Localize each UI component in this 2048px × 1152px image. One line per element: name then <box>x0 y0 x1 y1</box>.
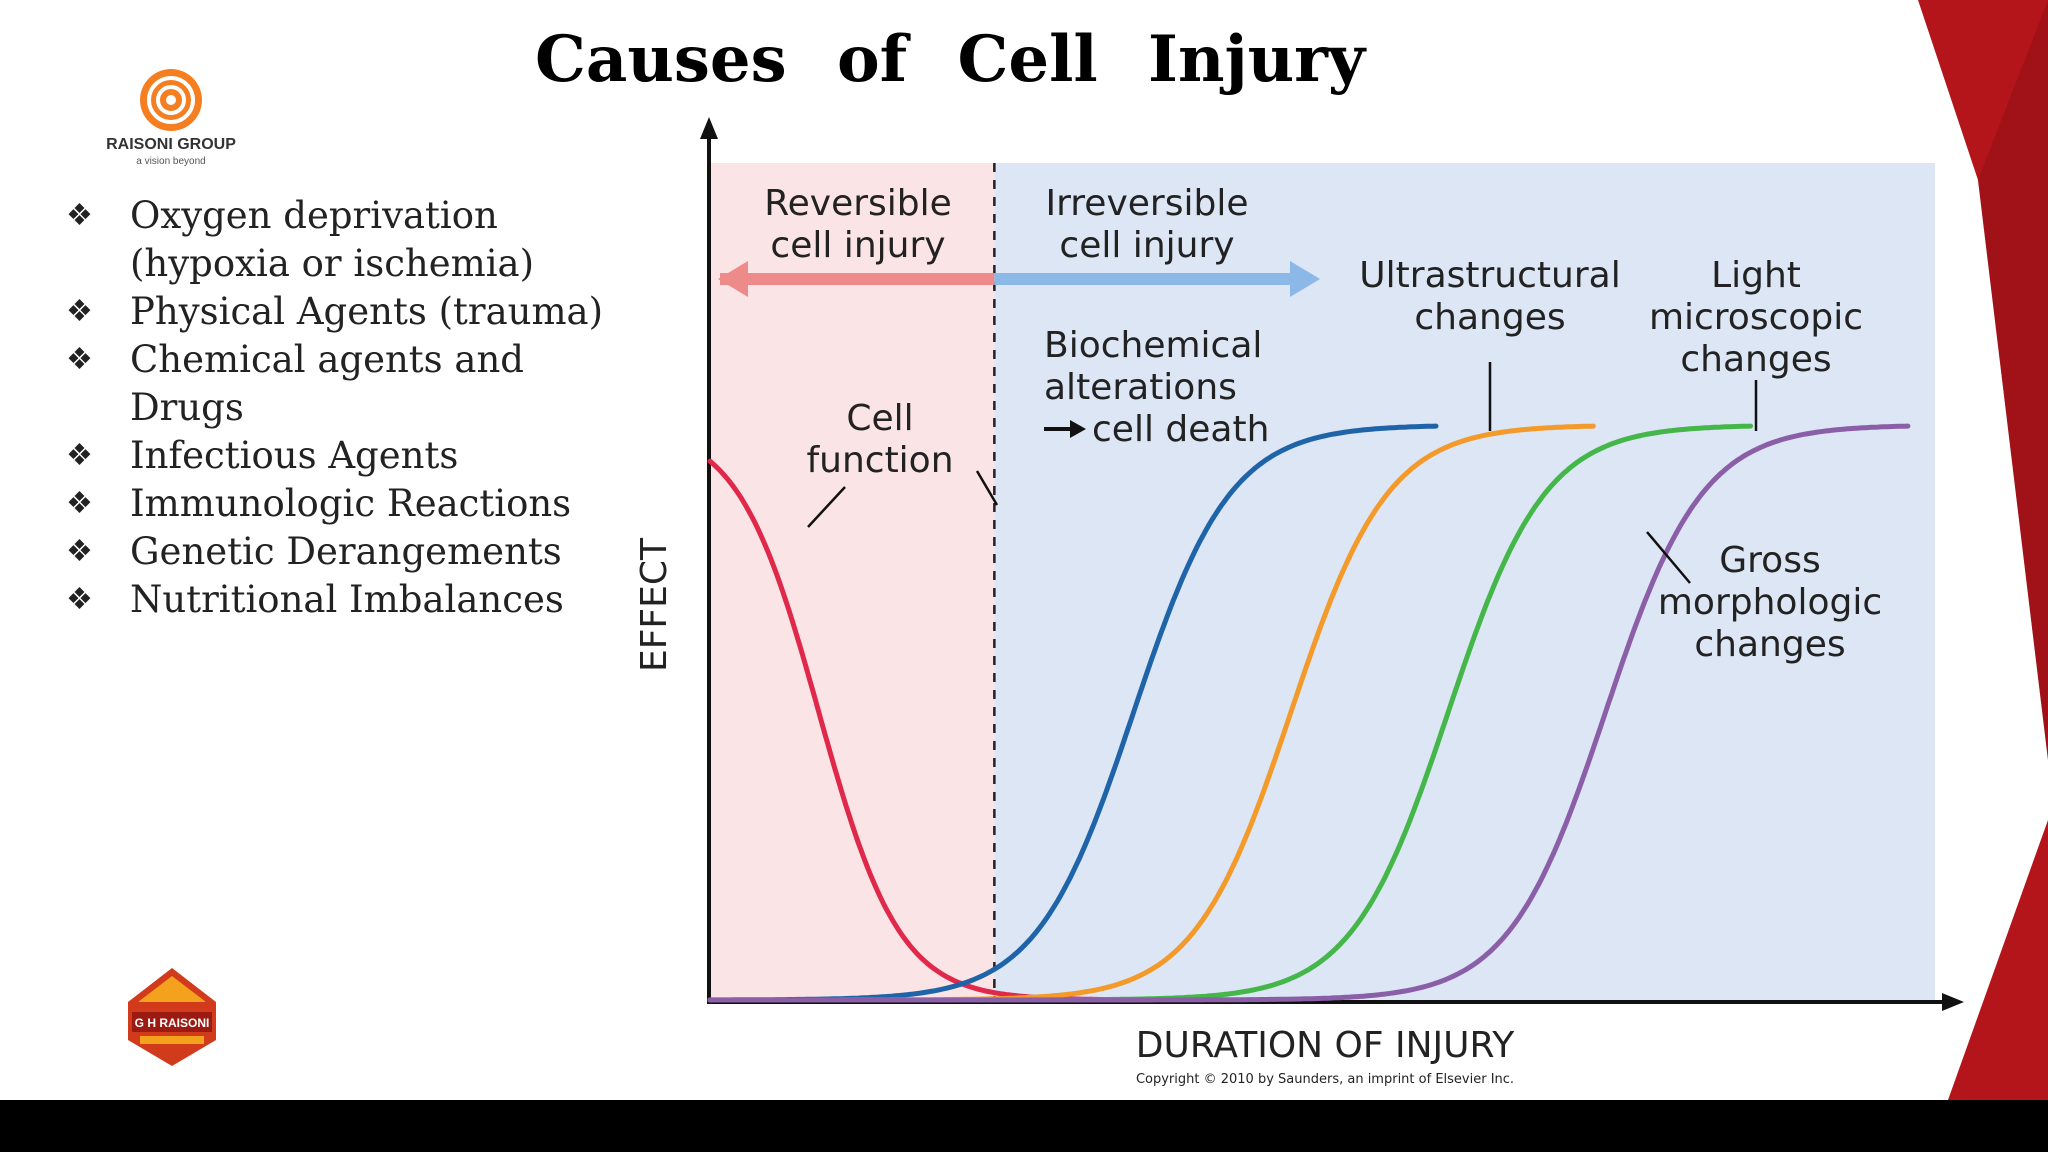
cause-item: ❖ Infectious Agents <box>66 432 666 480</box>
reversible-region <box>707 163 995 1000</box>
red-corner-decoration <box>1918 0 2048 1100</box>
curve-4 <box>707 423 1911 1003</box>
diamond-bullet-icon: ❖ <box>66 342 93 377</box>
x-axis-arrow-icon <box>1942 993 1964 1011</box>
irreversible-region <box>994 163 1935 1000</box>
cause-text-line: (hypoxia or ischemia) <box>130 242 535 285</box>
curve-label-line: Ultrastructural <box>1359 255 1620 296</box>
region-label-line: cell injury <box>1059 225 1234 266</box>
slide: Causes of Cell Injury RAISONI GROUP a vi… <box>66 0 2048 1100</box>
cause-text-line: Drugs <box>130 386 244 429</box>
region-label-line: cell injury <box>770 225 945 266</box>
leader-line <box>807 486 846 528</box>
region-label-line: Reversible <box>764 183 952 224</box>
curve-label-line: alterations <box>1044 367 1237 408</box>
curve-label-line: changes <box>1694 624 1845 665</box>
irreversible-arrowhead-icon <box>1290 261 1320 297</box>
curve-label-line: changes <box>1680 339 1831 380</box>
copyright-text: Copyright © 2010 by Saunders, an imprint… <box>1136 1072 1514 1087</box>
curve-label-line: changes <box>1414 297 1565 338</box>
curve-label-line: cell death <box>1092 409 1269 450</box>
diamond-bullet-icon: ❖ <box>66 534 93 569</box>
reversible-arrowhead-icon <box>718 261 748 297</box>
raisoni-group-logo: RAISONI GROUP a vision beyond <box>96 64 246 174</box>
cause-item: ❖ Physical Agents (trauma) <box>66 288 666 336</box>
curve-label-line: microscopic <box>1649 297 1863 338</box>
curve-label-line: Biochemical <box>1044 325 1262 366</box>
logo-bottom-text: G H RAISONI <box>135 1016 210 1030</box>
diamond-bullet-icon: ❖ <box>66 438 93 473</box>
cause-text-line: Nutritional Imbalances <box>130 578 564 621</box>
diamond-bullet-icon: ❖ <box>66 582 93 617</box>
bottom-black-bar <box>0 1100 2048 1152</box>
curve-label-line: morphologic <box>1658 582 1882 623</box>
diamond-bullet-icon: ❖ <box>66 486 93 521</box>
cause-text-line: Oxygen deprivation <box>130 194 498 237</box>
slide-title: Causes of Cell Injury <box>534 22 1366 97</box>
right-arrowhead-icon <box>1070 420 1086 438</box>
curve-label-line: Light <box>1711 255 1801 296</box>
leader-line <box>975 470 999 506</box>
spiral-logo-icon <box>140 69 202 131</box>
causes-list: ❖ Oxygen deprivation (hypoxia or ischemia)… <box>66 192 666 624</box>
diamond-bullet-icon: ❖ <box>66 294 93 329</box>
brand-name: RAISONI GROUP <box>106 136 236 153</box>
y-axis-arrow-icon <box>700 117 718 139</box>
cell-injury-chart: DURATION OF INJURY EFFECT Copyright © 2010… <box>634 117 1964 1087</box>
cause-item: ❖ Nutritional Imbalances <box>66 576 666 624</box>
cause-item: ❖ Oxygen deprivation (hypoxia or ischemia) <box>66 192 666 288</box>
cause-item: ❖ Immunologic Reactions <box>66 480 666 528</box>
cause-text-line: Genetic Derangements <box>130 530 562 573</box>
region-label-line: Irreversible <box>1046 183 1249 224</box>
leader-line <box>1646 531 1691 584</box>
cause-item: ❖ Genetic Derangements <box>66 528 666 576</box>
y-axis-label: EFFECT <box>634 537 675 672</box>
gh-raisoni-university-logo: G H RAISONI <box>128 968 216 1066</box>
cause-text-line: Chemical agents and <box>130 338 524 381</box>
curve-label-line: Cell <box>846 398 913 439</box>
x-axis-label: DURATION OF INJURY <box>1136 1025 1515 1066</box>
diamond-bullet-icon: ❖ <box>66 198 93 233</box>
curve-label-line: function <box>806 440 953 481</box>
cause-text-line: Infectious Agents <box>130 434 459 477</box>
cause-text-line: Immunologic Reactions <box>130 482 572 525</box>
brand-tagline: a vision beyond <box>136 156 206 167</box>
curve-label-line: Gross <box>1719 540 1820 581</box>
cause-text-line: Physical Agents (trauma) <box>130 290 604 333</box>
